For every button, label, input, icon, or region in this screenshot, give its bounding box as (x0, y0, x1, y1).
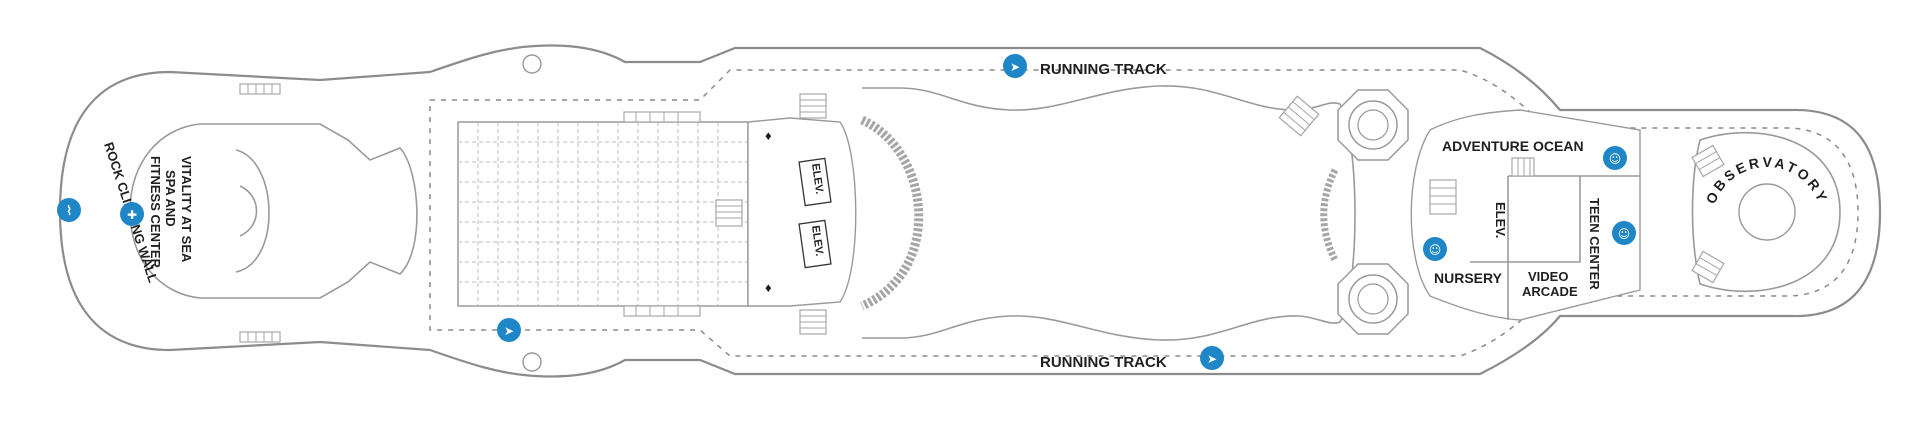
observatory-outline (1691, 131, 1841, 293)
running-track-label-bottom: RUNNING TRACK (1040, 354, 1167, 371)
running-icon: ➤ (497, 318, 521, 342)
svg-text:➤: ➤ (1207, 352, 1217, 366)
spa-label-line3: FITNESS CENTER (148, 156, 163, 269)
sports-court (457, 121, 749, 307)
spa-inner-curve (235, 149, 270, 273)
stairs-bottom-left (239, 331, 281, 343)
elevator-label-aft: ELEV. (1493, 202, 1508, 238)
svg-text:⌇: ⌇ (66, 204, 72, 219)
elevator-box-1 (798, 157, 832, 207)
funnel-marker-bottom (522, 352, 542, 372)
aft-seating-arc (1320, 168, 1339, 262)
whirlpool-top (1337, 89, 1409, 161)
spa-area-outline (129, 123, 418, 299)
spa-stage (239, 185, 258, 237)
elevator-label-1: ELEV. (809, 163, 825, 195)
bleachers-bottom (623, 305, 701, 317)
elevator-box-2 (798, 219, 832, 269)
video-arcade-label-line2: ARCADE (1522, 284, 1578, 299)
svg-text:➤: ➤ (1010, 60, 1020, 74)
bleachers-top (623, 111, 701, 123)
stairs-lobby-left (715, 199, 743, 227)
adventure-ocean-label: ADVENTURE OCEAN (1442, 138, 1584, 154)
whirlpool-bottom (1337, 263, 1409, 335)
restroom-marker-top: ♦ (765, 128, 772, 143)
stairs-central-top (1278, 95, 1320, 137)
kids-room-dividers (1470, 175, 1640, 320)
stairs-lobby-top (799, 93, 827, 119)
kids-club-icon: ☺ (1423, 237, 1447, 261)
running-icon: ➤ (1003, 54, 1027, 78)
running-track-label-top: RUNNING TRACK (1040, 61, 1167, 78)
spa-label-line2: SPA AND (163, 170, 178, 227)
central-open-deck (862, 85, 1356, 341)
kids-club-icon: ☺ (1603, 146, 1627, 170)
svg-text:☺: ☺ (1609, 152, 1622, 166)
elevator-label-2: ELEV. (809, 225, 825, 257)
funnel-marker-top (522, 54, 542, 74)
stairs-top-left (239, 83, 281, 95)
rock-climbing-icon: ⌇ (57, 198, 81, 222)
stairs-observatory-top (1691, 144, 1725, 178)
video-arcade-label-line1: VIDEO (1528, 269, 1568, 284)
stairs-lobby-bottom (799, 309, 827, 335)
spa-label-line1: VITALITY AT SEA (179, 156, 194, 263)
svg-text:➤: ➤ (504, 324, 514, 338)
nursery-label: NURSERY (1434, 270, 1503, 286)
fitness-icon: ✚ (120, 202, 144, 226)
stairs-kids-top (1511, 157, 1535, 177)
restroom-marker-bottom: ♦ (765, 280, 772, 295)
teen-icon: ☺ (1612, 221, 1636, 245)
elevator-lobby-forward (747, 117, 857, 307)
svg-text:✚: ✚ (127, 208, 137, 222)
teen-center-label: TEEN CENTER (1587, 198, 1602, 290)
stairs-kids-left (1429, 179, 1457, 215)
stairs-observatory-bottom (1691, 250, 1725, 284)
svg-text:☺: ☺ (1618, 227, 1631, 241)
kids-area-outline (1410, 109, 1641, 321)
svg-text:☺: ☺ (1429, 243, 1442, 257)
running-icon: ➤ (1200, 346, 1224, 370)
curved-seating-arc (860, 115, 924, 311)
observatory-center (1738, 183, 1796, 241)
